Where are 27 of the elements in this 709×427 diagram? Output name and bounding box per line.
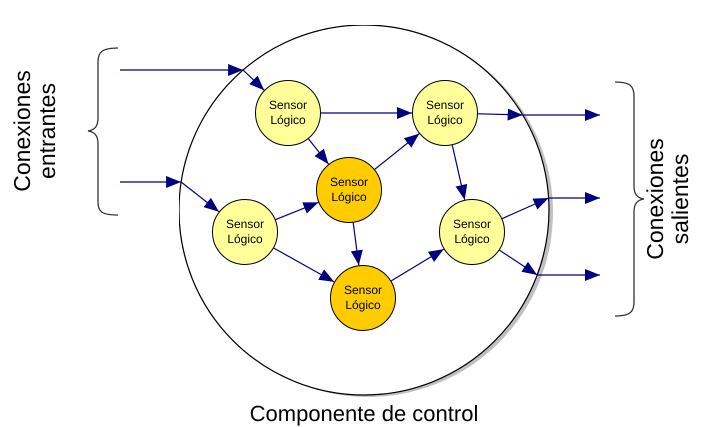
- arrow: [180, 182, 220, 212]
- arrow: [242, 70, 265, 91]
- arrow: [374, 133, 420, 170]
- arrow: [390, 248, 444, 282]
- arrow: [120, 64, 244, 76]
- node-label: Sensor Lógico: [452, 217, 492, 247]
- arrow: [478, 108, 523, 121]
- arrow: [522, 109, 600, 121]
- arrow: [308, 138, 329, 164]
- arrow: [548, 192, 600, 204]
- node-label: Sensor Lógico: [328, 175, 370, 205]
- node-label: Componente de control: [248, 401, 480, 427]
- arrow: [275, 202, 319, 220]
- side-label: Conexiones entrantes: [10, 69, 60, 194]
- node-label: Sensor Lógico: [342, 283, 384, 313]
- arrow: [499, 250, 538, 276]
- arrow: [537, 269, 600, 281]
- arrow: [350, 222, 363, 266]
- arrow: [452, 145, 468, 200]
- side-label: Conexiones salientes: [643, 137, 693, 262]
- arrow: [274, 248, 334, 282]
- arrow: [120, 176, 182, 188]
- node-label: Sensor Lógico: [268, 98, 308, 128]
- node-label: Sensor Lógico: [424, 98, 466, 128]
- node-label: Sensor Lógico: [224, 217, 266, 247]
- arrow: [502, 197, 549, 220]
- arrow: [321, 107, 412, 119]
